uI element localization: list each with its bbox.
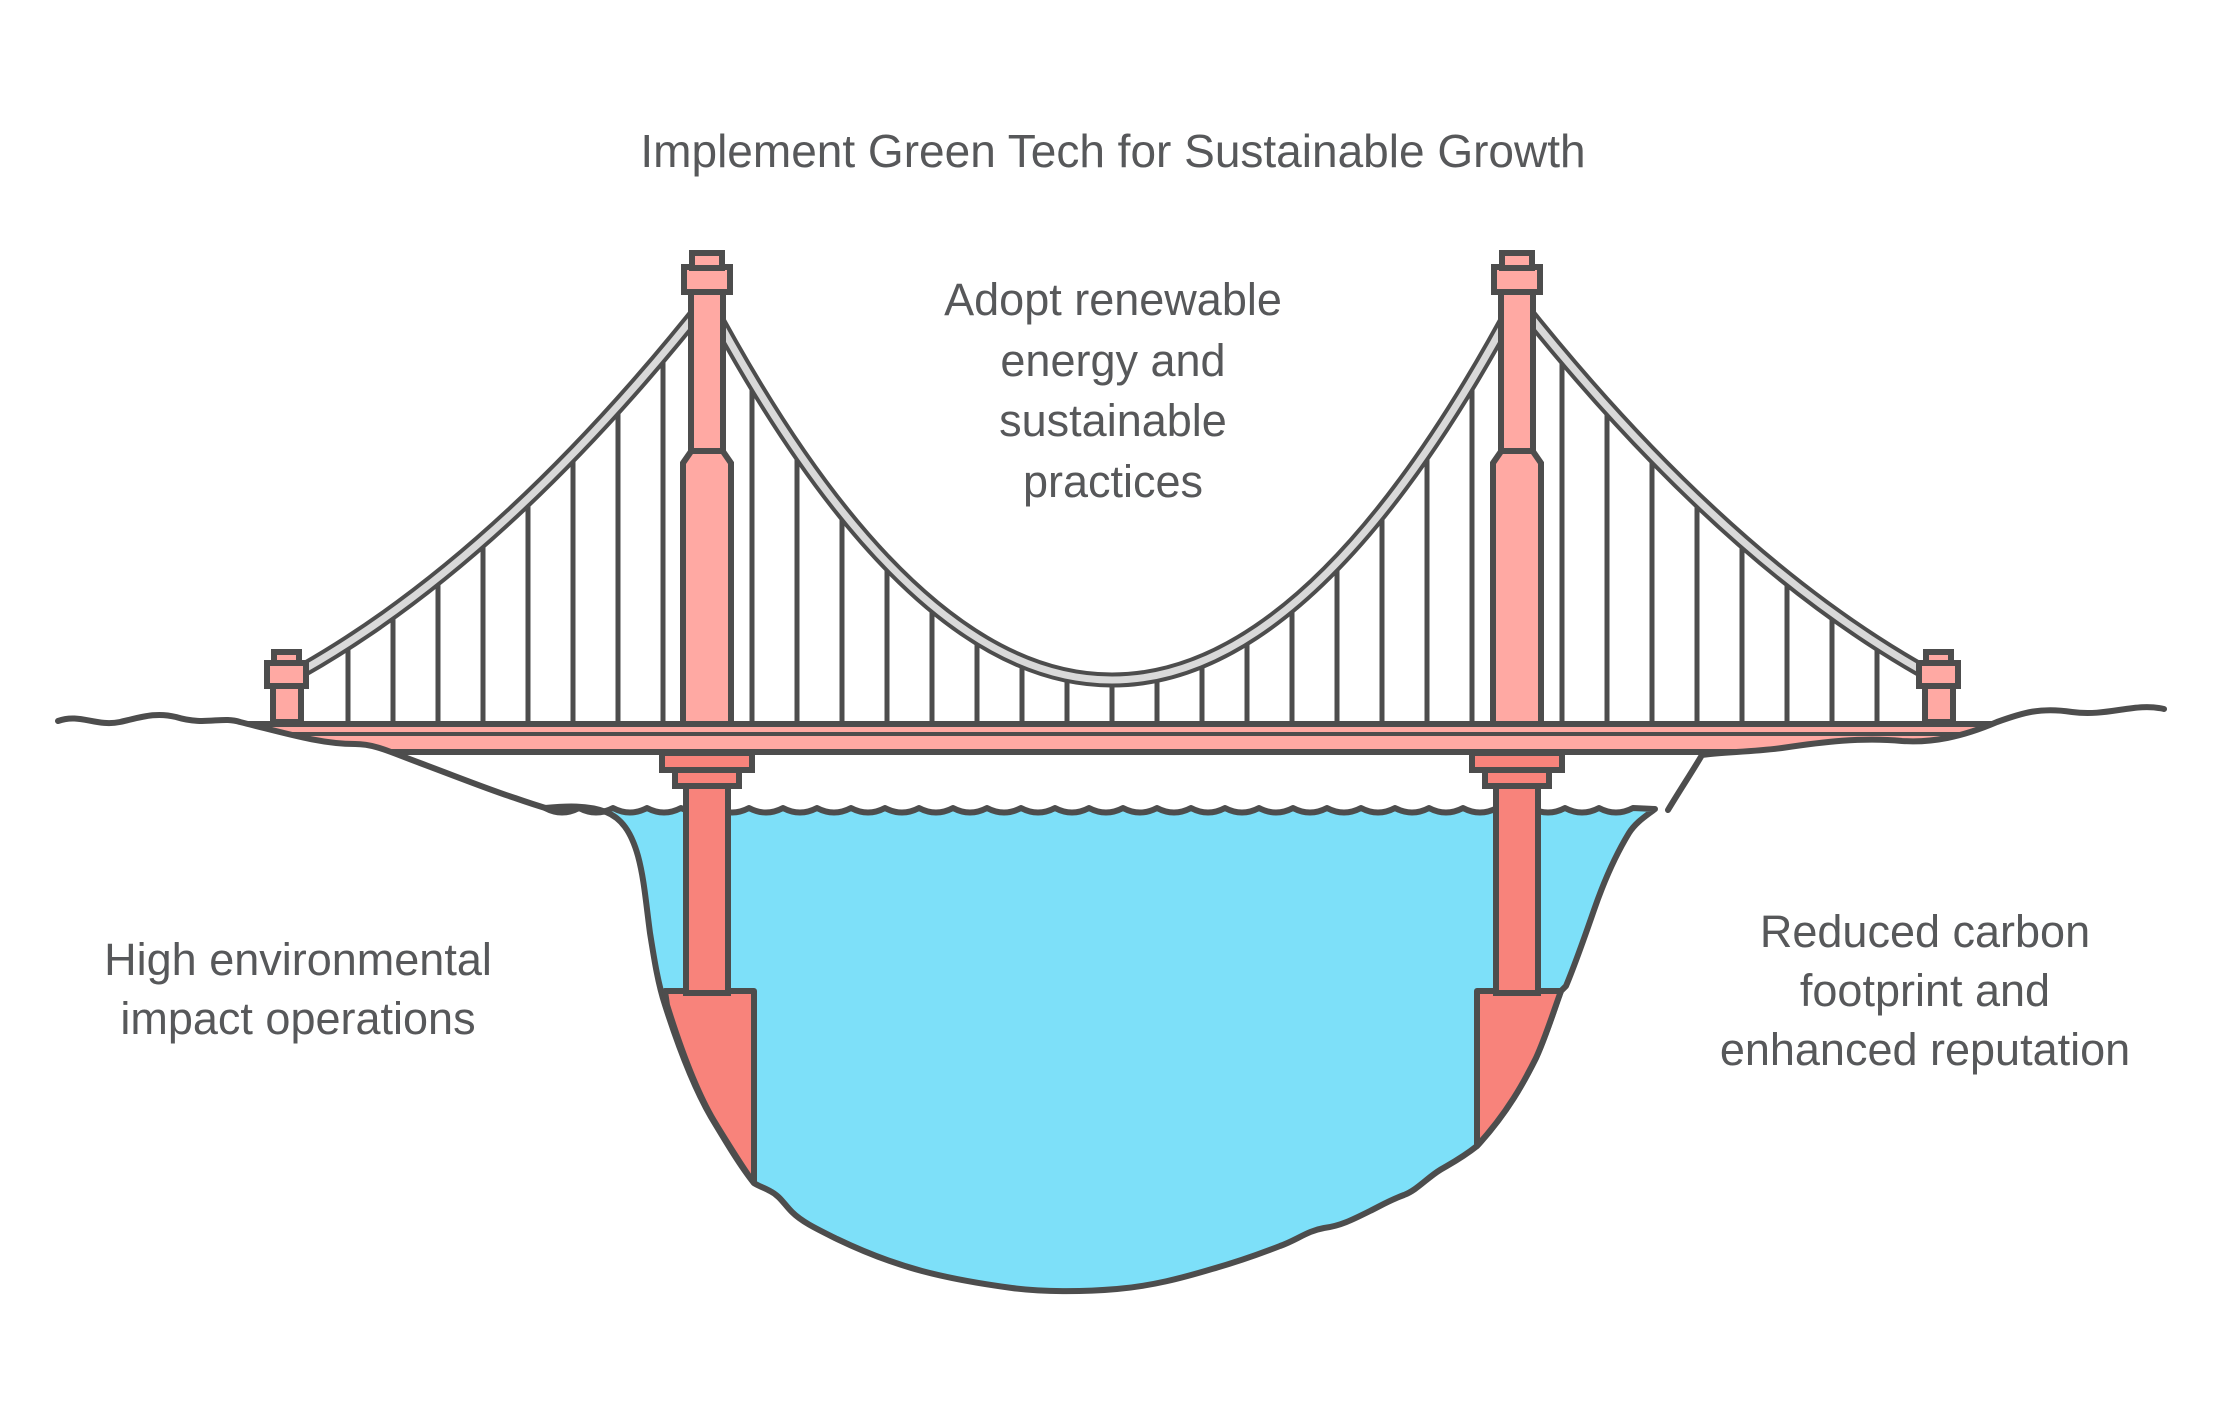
right-label-line1: Reduced carbon <box>1760 906 2090 957</box>
bridge-deck <box>228 721 2002 755</box>
main-cable <box>301 293 1923 684</box>
right-tower <box>1490 250 1544 727</box>
right-pier <box>1469 750 1565 1149</box>
right-pier-shaft <box>1493 777 1541 996</box>
deck-body <box>228 736 2002 749</box>
right-label: Reduced carbon footprint and enhanced re… <box>1720 906 2130 1075</box>
left-anchor-block <box>264 660 309 689</box>
diagram-title: Implement Green Tech for Sustainable Gro… <box>640 125 1585 177</box>
right-anchor-block <box>1916 660 1961 689</box>
top-center-label: Adopt renewable energy and sustainable p… <box>944 274 1282 507</box>
left-anchor-pillar <box>264 649 309 725</box>
right-pier-foundation <box>1474 988 1564 1149</box>
top-center-label-line1: Adopt renewable <box>944 274 1282 325</box>
top-center-label-line4: practices <box>1023 456 1203 507</box>
deck-bottom-edge <box>228 749 2002 755</box>
left-tower-column <box>688 288 726 454</box>
left-tower <box>680 250 734 727</box>
left-pier <box>659 750 757 1186</box>
left-anchor-post <box>270 681 304 725</box>
right-shore-fill <box>1668 707 2225 810</box>
right-label-line3: enhanced reputation <box>1720 1024 2130 1075</box>
right-pier-cap-lower <box>1482 767 1552 789</box>
deck-upper-stripe <box>228 727 2002 732</box>
right-tower-base <box>1490 447 1544 727</box>
left-label: High environmental impact operations <box>104 934 492 1044</box>
right-shore-line <box>1665 704 2167 813</box>
right-anchor-post <box>1922 681 1956 725</box>
left-shore-fill <box>58 714 552 1412</box>
right-label-line2: footprint and <box>1800 965 2050 1016</box>
right-tower-finial <box>1499 250 1535 271</box>
left-shore-line <box>55 711 555 813</box>
top-center-label-line2: energy and <box>1000 335 1225 386</box>
left-pier-foundation <box>662 988 757 1186</box>
left-pier-shaft <box>683 777 731 996</box>
deck-mid-edge <box>228 732 2002 736</box>
deck-top-edge <box>228 721 2002 727</box>
suspender-cables <box>345 353 1880 722</box>
right-anchor-pillar <box>1916 649 1961 725</box>
left-label-line1: High environmental <box>104 934 492 985</box>
top-center-label-line3: sustainable <box>999 395 1227 446</box>
left-pier-cap-lower <box>672 767 742 789</box>
right-tower-column <box>1498 288 1536 454</box>
left-tower-base <box>680 447 734 727</box>
left-label-line2: impact operations <box>120 993 475 1044</box>
left-tower-finial <box>689 250 725 271</box>
water-body <box>542 803 1658 1295</box>
